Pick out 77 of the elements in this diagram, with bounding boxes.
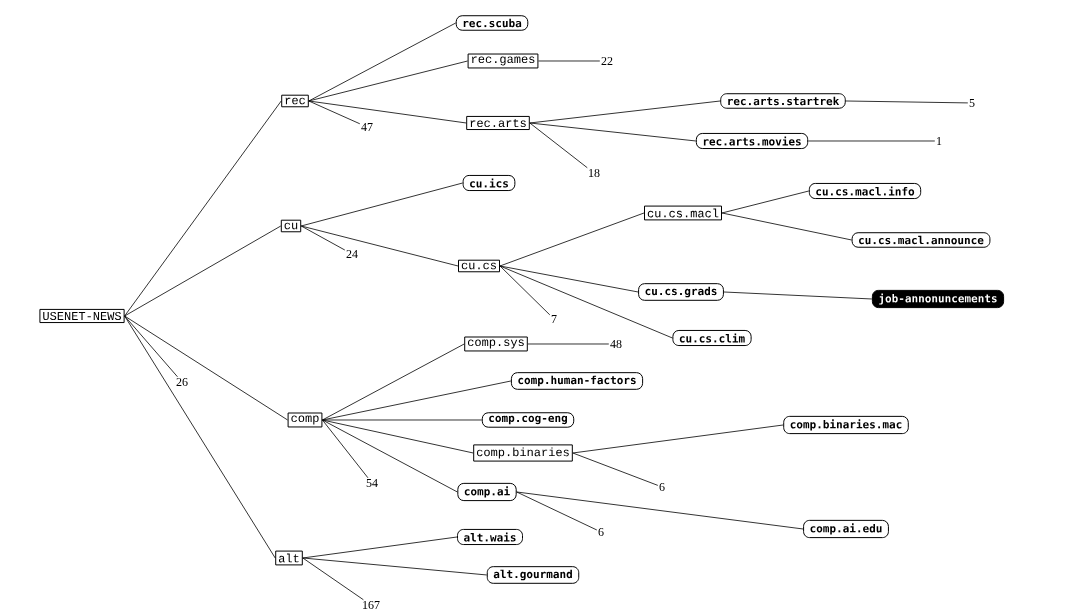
connector-line: [322, 419, 458, 493]
connector-line: [516, 491, 804, 530]
highlighted-node: job-annonuncements: [871, 289, 1005, 309]
count-label: 22: [601, 57, 613, 65]
connector-line: [308, 60, 468, 102]
connector-line: [529, 100, 721, 124]
connector-line: [300, 182, 464, 227]
rounded-node: alt.wais: [457, 528, 523, 546]
connector-line: [124, 225, 282, 317]
connector-line: [322, 419, 483, 421]
connector-line: [807, 140, 936, 142]
rounded-node: rec.arts.movies: [695, 132, 809, 150]
rounded-node: cu.cs.macl.announce: [851, 232, 991, 248]
connector-line: [322, 343, 465, 421]
connector-line: [124, 100, 282, 317]
rounded-node: cu.ics: [462, 174, 516, 192]
connector-line: [124, 315, 276, 559]
count-label: 7: [551, 315, 557, 323]
connector-line: [302, 557, 488, 576]
connector-line: [302, 557, 364, 601]
node-box: comp.sys: [464, 336, 528, 352]
count-label: 54: [366, 478, 378, 487]
rounded-node: comp.cog-eng: [481, 412, 575, 428]
count-label: 48: [610, 339, 622, 349]
connector-line: [302, 536, 458, 559]
count-label: 26: [176, 377, 188, 386]
connector-line: [124, 315, 178, 378]
count-label: 24: [346, 250, 358, 258]
connector-line: [322, 419, 474, 454]
connector-line: [721, 190, 810, 214]
connector-line: [516, 491, 598, 531]
node-box: rec.games: [467, 53, 539, 69]
count-label: 167: [363, 600, 380, 609]
rounded-node: comp.human-factors: [510, 372, 644, 390]
node-box: cu.cs.macl: [644, 205, 722, 221]
connector-line: [723, 291, 873, 300]
node-box: rec: [281, 94, 309, 108]
connector-line: [529, 122, 588, 169]
node-box: cu.cs: [458, 259, 500, 273]
count-label: 18: [589, 168, 600, 178]
rounded-node: rec.scuba: [455, 15, 529, 31]
connector-line: [300, 225, 459, 267]
connector-line: [322, 419, 369, 479]
rounded-node: rec.arts.startrek: [720, 93, 846, 109]
count-label: 47: [361, 123, 373, 131]
node-box: cu: [280, 219, 302, 233]
count-label: 5: [969, 99, 975, 107]
connector-line: [572, 452, 659, 486]
connector-line: [529, 122, 697, 142]
connector-line: [308, 100, 467, 124]
connector-line: [572, 424, 784, 454]
node-box: rec.arts: [466, 115, 530, 131]
connector-line: [308, 100, 361, 125]
connector-line: [721, 212, 852, 241]
connector-line: [527, 343, 610, 345]
rounded-node: comp.binaries.mac: [783, 415, 909, 435]
rounded-node: comp.ai.edu: [803, 519, 889, 539]
connector-line: [124, 315, 288, 421]
rounded-node: comp.ai: [457, 482, 517, 502]
connector-line: [300, 225, 346, 251]
count-label: 6: [598, 527, 604, 536]
connector-line: [845, 100, 969, 104]
connector-line: [499, 265, 673, 339]
rounded-node: cu.cs.macl.info: [808, 182, 922, 200]
connector-line: [499, 265, 551, 316]
rounded-node: alt.gourmand: [486, 566, 580, 584]
node-box: comp: [287, 412, 323, 428]
connector-line: [308, 22, 457, 102]
node-box: comp.binaries: [473, 444, 573, 462]
connector-line: [538, 60, 601, 62]
count-label: 1: [937, 137, 942, 145]
connector-line: [499, 212, 645, 267]
rounded-node: cu.cs.grads: [638, 283, 724, 301]
node-box: USENET-NEWS: [39, 308, 125, 324]
node-box: alt: [275, 550, 303, 566]
rounded-node: cu.cs.clim: [672, 329, 752, 347]
count-label: 6: [659, 482, 665, 491]
